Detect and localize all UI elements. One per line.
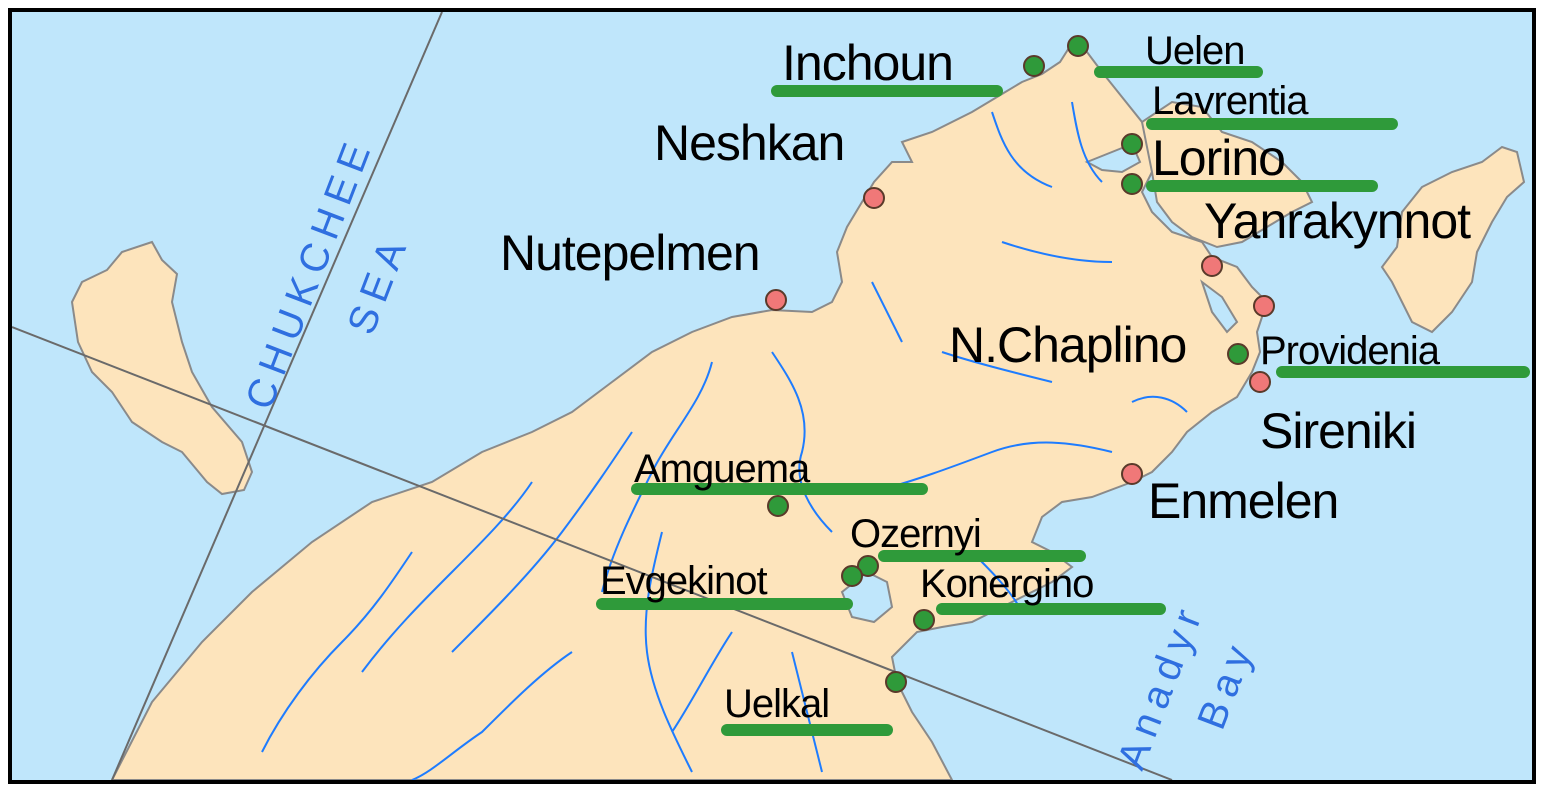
sireniki-label[interactable]: Sireniki bbox=[1260, 403, 1417, 459]
lorino-secondary-marker[interactable] bbox=[1121, 173, 1143, 195]
enmelen-marker[interactable] bbox=[1121, 463, 1143, 485]
underlines bbox=[596, 66, 1530, 736]
enmelen-label[interactable]: Enmelen bbox=[1148, 473, 1339, 529]
bay-inlet-providenia bbox=[1200, 279, 1239, 334]
settlement-markers bbox=[765, 35, 1275, 693]
lorino-label[interactable]: Lorino bbox=[1152, 130, 1286, 186]
nchaplino-label[interactable]: N.Chaplino bbox=[949, 317, 1187, 373]
rivers bbox=[261, 101, 1188, 780]
inchoun-marker[interactable] bbox=[1023, 55, 1045, 77]
uelkal-marker[interactable] bbox=[885, 671, 907, 693]
nutepelmen-label[interactable]: Nutepelmen bbox=[500, 225, 761, 281]
yanrakynnot-marker[interactable] bbox=[1201, 255, 1223, 277]
graticule bbox=[12, 12, 1173, 780]
yanrakynnot-secondary-marker[interactable] bbox=[1253, 295, 1275, 317]
providenia-label[interactable]: Providenia bbox=[1260, 329, 1442, 373]
island-east bbox=[1380, 145, 1526, 334]
neshkan-label[interactable]: Neshkan bbox=[654, 115, 845, 171]
yanrakynnot-label[interactable]: Yanrakynnot bbox=[1204, 193, 1472, 249]
evgekinot-marker[interactable] bbox=[841, 565, 863, 587]
konergino-label[interactable]: Konergino bbox=[920, 562, 1094, 606]
ozernyi-label[interactable]: Ozernyi bbox=[850, 512, 982, 556]
uelen-label[interactable]: Uelen bbox=[1145, 29, 1246, 73]
amguema-label[interactable]: Amguema bbox=[634, 447, 812, 491]
uelen-marker[interactable] bbox=[1067, 35, 1089, 57]
ozernyi-marker[interactable] bbox=[857, 555, 879, 577]
island-west bbox=[70, 240, 254, 496]
inchoun-label[interactable]: Inchoun bbox=[782, 35, 954, 91]
neshkan-marker[interactable] bbox=[863, 187, 885, 209]
konergino-marker[interactable] bbox=[913, 609, 935, 631]
sireniki-marker[interactable] bbox=[1249, 371, 1271, 393]
nutepelmen-marker[interactable] bbox=[765, 289, 787, 311]
lavrentia-label[interactable]: Lavrentia bbox=[1152, 79, 1310, 123]
evgekinot-label[interactable]: Evgekinot bbox=[600, 559, 769, 603]
lorino-marker[interactable] bbox=[1121, 133, 1143, 155]
uelkal-label[interactable]: Uelkal bbox=[724, 682, 830, 726]
amguema-marker[interactable] bbox=[767, 495, 789, 517]
nchaplino-marker[interactable] bbox=[1227, 343, 1249, 365]
